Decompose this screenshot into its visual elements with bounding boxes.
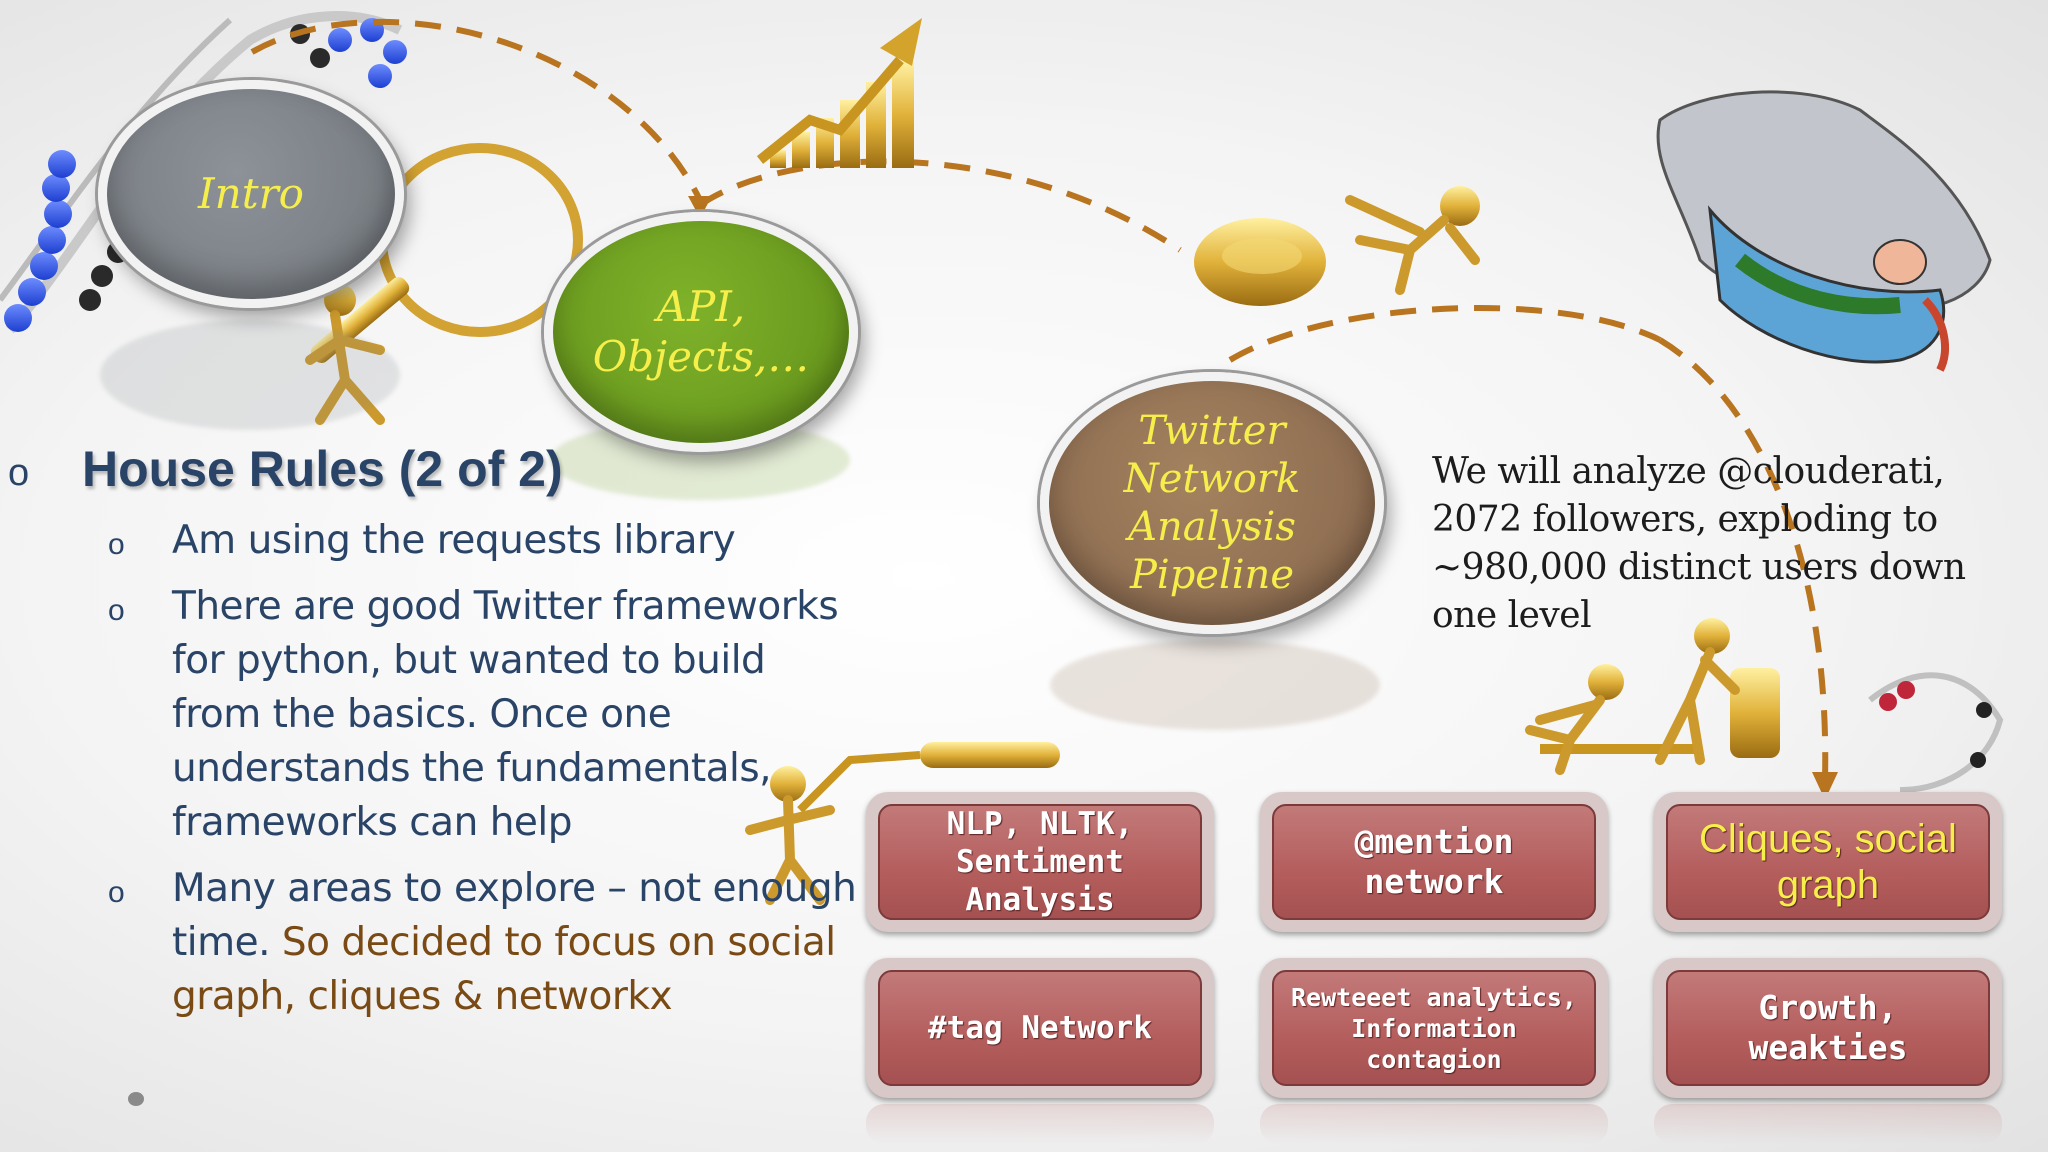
tile-nlp[interactable]: NLP, NLTK, Sentiment Analysis — [866, 792, 1214, 932]
rule-item-3-line1: Many areas to explore – not enough — [172, 866, 857, 911]
rule-item-3: Many areas to explore – not enough time.… — [172, 862, 857, 1024]
tile-mention-line1: @mention — [1354, 822, 1514, 861]
tile-retweet-analytics[interactable]: Rewteeet analytics, Information contagio… — [1260, 958, 1608, 1098]
rule-bullet-3: o — [108, 876, 125, 909]
dna-helix-small-illustration — [1868, 672, 2004, 793]
tile-nlp-line3: Analysis — [965, 882, 1115, 918]
tile-mention-network[interactable]: @mention network — [1260, 792, 1608, 932]
tile-cliques-line1: Cliques, social — [1699, 817, 1957, 861]
rule-item-2-line1: There are good Twitter frameworks — [172, 584, 839, 629]
pipeline-label-line2: Network — [1123, 456, 1301, 502]
tile-reflection-1 — [866, 1104, 1214, 1144]
rule-item-2-line4: understands the fundamentals, — [172, 746, 772, 791]
rule-item-3-line2-a: time. — [172, 920, 271, 965]
pipeline-label-line1: Twitter — [1138, 408, 1286, 454]
tile-mention-line2: network — [1364, 862, 1504, 901]
intro-bubble-reflection — [100, 320, 400, 430]
note-line1: We will analyze @clouderati, — [1432, 451, 1945, 492]
rule-item-1-text: Am using the requests library — [172, 518, 736, 563]
slide-marker-dot — [128, 1092, 144, 1106]
rule-item-2-line2: for python, but wanted to build — [172, 638, 766, 683]
cartoon-character-illustration — [1656, 90, 1992, 372]
note-line3: ~980,000 distinct users down — [1432, 547, 1966, 588]
rule-item-3-line2-b: So decided to focus on social — [281, 920, 836, 965]
tile-reflection-2 — [1260, 1104, 1608, 1144]
pipeline-label-line3: Analysis — [1128, 504, 1296, 550]
pipeline-bubble[interactable]: Twitter Network Analysis Pipeline — [1040, 372, 1384, 634]
teamwork-figures-illustration — [1525, 618, 1780, 775]
rule-item-2-line3: from the basics. Once one — [172, 692, 672, 737]
api-label-line1: API, — [656, 281, 746, 331]
rule-item-2-line5: frameworks can help — [172, 800, 573, 845]
intro-label: Intro — [198, 168, 304, 218]
analysis-note: We will analyze @clouderati, 2072 follow… — [1432, 448, 1992, 640]
roller-figure-illustration — [745, 742, 1060, 905]
api-label-line2: Objects,… — [592, 332, 810, 381]
note-line2: 2072 followers, exploding to — [1432, 499, 1938, 540]
rule-item-1: Am using the requests library — [172, 514, 736, 568]
tile-nlp-line1: NLP, NLTK, — [946, 806, 1134, 842]
tile-nlp-line2: Sentiment — [956, 844, 1124, 880]
tile-retweet-line3: contagion — [1366, 1044, 1502, 1074]
tile-reflection-3 — [1654, 1104, 2002, 1144]
mouse-figure-illustration — [1194, 186, 1480, 306]
note-line4: one level — [1432, 595, 1592, 636]
intro-bubble[interactable]: Intro — [98, 80, 404, 308]
api-bubble[interactable]: API, Objects,… — [544, 212, 858, 452]
rule-item-2: There are good Twitter frameworks for py… — [172, 580, 839, 850]
pipeline-label-line4: Pipeline — [1129, 552, 1294, 598]
rule-bullet-1: o — [108, 528, 125, 561]
tile-tag-label: #tag Network — [928, 1010, 1152, 1046]
slide-title: House Rules (2 of 2) — [82, 441, 563, 497]
tile-cliques-line2: graph — [1776, 863, 1880, 907]
growth-chart-illustration — [756, 18, 922, 168]
tile-cliques[interactable]: Cliques, social graph — [1654, 792, 2002, 932]
tile-tag-network[interactable]: #tag Network — [866, 958, 1214, 1098]
rule-item-3-line3: graph, cliques & networkx — [172, 974, 673, 1019]
title-bullet: o — [8, 452, 30, 494]
pipeline-bubble-reflection — [1050, 640, 1380, 730]
tile-retweet-line2: Information — [1351, 1013, 1517, 1043]
tile-growth-line2: weakties — [1748, 1028, 1908, 1067]
rule-item-3-line2: time. So decided to focus on social — [172, 916, 856, 970]
tile-growth[interactable]: Growth, weakties — [1654, 958, 2002, 1098]
tile-retweet-line1: Rewteeet analytics, — [1291, 982, 1577, 1012]
rule-bullet-2: o — [108, 594, 125, 627]
tile-growth-line1: Growth, — [1758, 988, 1898, 1027]
